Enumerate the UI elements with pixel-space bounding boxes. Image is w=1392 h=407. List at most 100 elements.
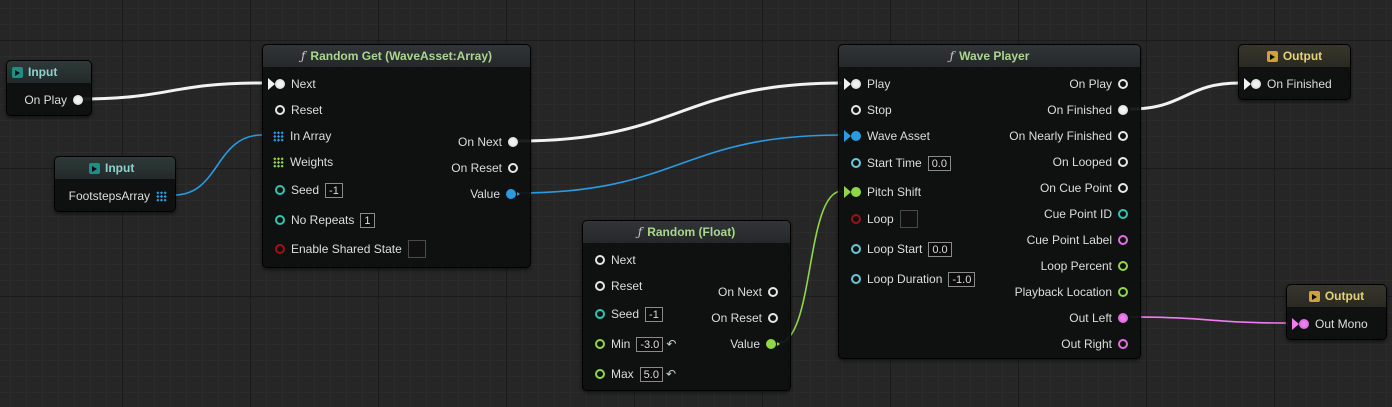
wire-value-to-waveasset[interactable] [517,134,843,194]
pin-stop[interactable]: Stop [851,102,892,118]
bool-pin-icon[interactable] [275,244,285,254]
exec-pin-icon[interactable] [268,78,285,90]
pin-pitch-shift[interactable]: Pitch Shift [844,184,921,200]
pin-next[interactable]: Next [268,76,316,92]
min-input[interactable]: -3.0 [636,336,664,352]
time-pin-icon[interactable] [851,158,861,168]
pin-footsteps-array[interactable]: FootstepsArray [69,188,167,204]
pin-seed[interactable]: Seed -1 [595,306,663,322]
exec-pin-icon[interactable] [768,287,778,297]
pin-no-repeats[interactable]: No Repeats 1 [275,212,375,228]
float-pin-icon[interactable] [766,339,780,349]
pin-out-mono[interactable]: Out Mono [1292,316,1368,332]
pin-next[interactable]: Next [595,252,636,268]
exec-pin-icon[interactable] [768,313,778,323]
max-input[interactable]: 5.0 [639,366,663,382]
pin-on-finished[interactable]: On Finished [1047,102,1128,118]
pin-on-next[interactable]: On Next [718,284,778,300]
pin-on-reset[interactable]: On Reset [711,310,778,326]
pin-on-play[interactable]: On Play [24,92,83,108]
pin-cue-point-label[interactable]: Cue Point Label [1027,232,1128,248]
wire-footsteps-to-inarray[interactable] [173,134,263,196]
array-grid-icon[interactable] [273,156,284,168]
pin-loop-start[interactable]: Loop Start 0.0 [851,241,952,257]
float-pin-icon[interactable] [1118,287,1128,297]
exec-pin-icon[interactable] [1118,131,1128,141]
wave-asset-pin-icon[interactable] [844,130,861,142]
wave-player-node[interactable]: ƒ Wave Player Play Stop Wave Asset Start… [838,44,1141,359]
pin-out-left[interactable]: Out Left [1069,310,1128,326]
no-repeats-input[interactable]: 1 [360,212,375,228]
time-pin-icon[interactable] [851,274,861,284]
wire-onfinished-to-output[interactable] [1129,81,1241,111]
float-pin-icon[interactable] [844,186,861,198]
pin-playback-location[interactable]: Playback Location [1015,284,1128,300]
pin-cue-point-id[interactable]: Cue Point ID [1044,206,1128,222]
input-onplay-node[interactable]: Input On Play [6,60,92,116]
pin-value[interactable]: Value [470,186,520,202]
pin-on-next[interactable]: On Next [458,134,518,150]
pin-loop-percent[interactable]: Loop Percent [1041,258,1128,274]
wire-onnext-to-play[interactable] [517,81,843,143]
int-pin-icon[interactable] [1118,209,1128,219]
exec-pin-icon[interactable] [275,105,285,115]
pin-on-finished[interactable]: On Finished [1244,76,1332,92]
loop-checkbox[interactable] [899,210,918,228]
wire-outleft-to-outmono[interactable] [1129,316,1289,324]
array-grid-icon[interactable] [273,130,284,142]
audio-pin-icon[interactable] [1118,313,1128,323]
pin-play[interactable]: Play [844,76,890,92]
seed-input[interactable]: -1 [325,182,343,198]
pin-seed[interactable]: Seed -1 [275,182,343,198]
pin-reset[interactable]: Reset [595,278,642,294]
exec-pin-icon[interactable] [1118,105,1128,115]
wire-onplay-to-next[interactable] [79,81,263,101]
input-footsteps-node[interactable]: Input FootstepsArray [54,156,176,212]
pin-on-play[interactable]: On Play [1069,76,1128,92]
int-pin-icon[interactable] [595,309,605,319]
random-get-node[interactable]: ƒ Random Get (WaveAsset:Array) Next Rese… [262,44,531,268]
random-float-node[interactable]: ƒ Random (Float) Next Reset Seed -1 Min … [582,220,791,391]
output-onfinished-node[interactable]: Output On Finished [1238,44,1351,100]
seed-input[interactable]: -1 [645,306,663,322]
time-pin-icon[interactable] [851,244,861,254]
exec-pin-icon[interactable] [851,105,861,115]
pin-weights[interactable]: Weights [273,154,333,170]
pin-loop-duration[interactable]: Loop Duration -1.0 [851,271,976,287]
output-outmono-node[interactable]: Output Out Mono [1286,284,1387,340]
pin-enable-shared-state[interactable]: Enable Shared State [275,240,426,258]
float-pin-icon[interactable] [1118,261,1128,271]
pin-on-nearly-finished[interactable]: On Nearly Finished [1009,128,1128,144]
pin-wave-asset[interactable]: Wave Asset [844,128,930,144]
exec-pin-icon[interactable] [508,137,518,147]
audio-pin-icon[interactable] [1118,339,1128,349]
pin-reset[interactable]: Reset [275,102,322,118]
pin-min[interactable]: Min -3.0 ↶ [595,336,676,352]
enable-shared-state-checkbox[interactable] [407,240,426,258]
pin-out-right[interactable]: Out Right [1061,336,1128,352]
string-pin-icon[interactable] [1118,235,1128,245]
pin-on-looped[interactable]: On Looped [1053,154,1128,170]
reset-to-default-icon[interactable]: ↶ [665,367,677,381]
int-pin-icon[interactable] [275,215,285,225]
exec-pin-icon[interactable] [73,95,83,105]
reset-to-default-icon[interactable]: ↶ [666,337,677,351]
exec-pin-icon[interactable] [595,281,605,291]
loop-duration-input[interactable]: -1.0 [948,271,976,287]
exec-pin-icon[interactable] [1118,183,1128,193]
exec-pin-icon[interactable] [1118,79,1128,89]
float-pin-icon[interactable] [595,369,605,379]
loop-start-input[interactable]: 0.0 [928,241,952,257]
float-pin-icon[interactable] [595,339,605,349]
int-pin-icon[interactable] [275,185,285,195]
start-time-input[interactable]: 0.0 [927,155,951,171]
array-grid-icon[interactable] [156,190,167,202]
pin-start-time[interactable]: Start Time 0.0 [851,155,951,171]
audio-pin-icon[interactable] [1292,318,1309,330]
pin-loop[interactable]: Loop [851,210,918,228]
pin-value[interactable]: Value [730,336,780,352]
pin-in-array[interactable]: In Array [273,128,331,144]
pin-on-reset[interactable]: On Reset [451,160,518,176]
exec-pin-icon[interactable] [595,255,605,265]
